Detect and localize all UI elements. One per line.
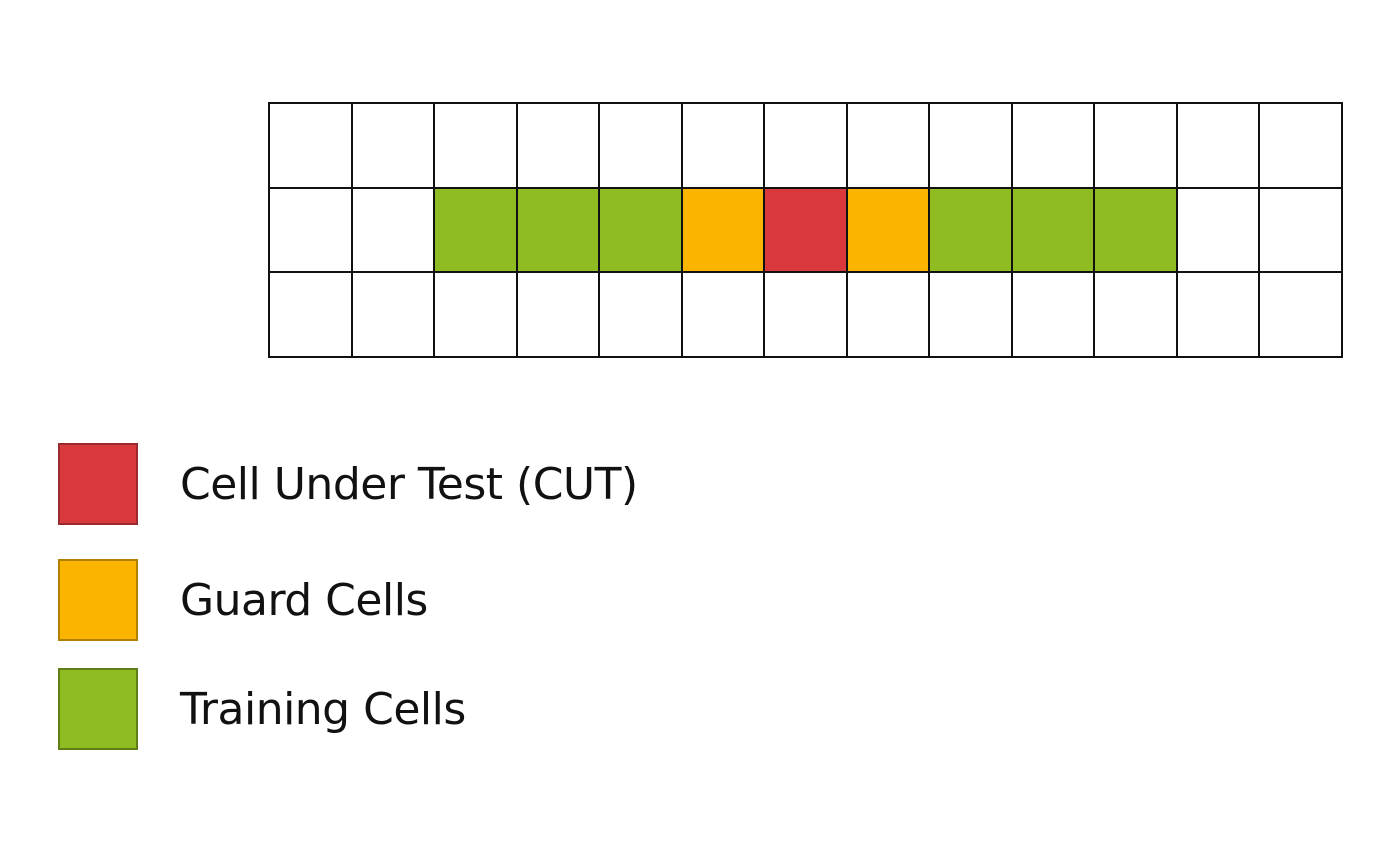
- grid-cell: [1260, 188, 1343, 274]
- grid-cell: [930, 104, 1013, 189]
- grid-cell-cut: [765, 188, 848, 274]
- legend-swatch-guard: [58, 559, 138, 641]
- grid-cell: [930, 273, 1013, 358]
- grid-cell: [765, 273, 848, 358]
- grid-cell: [435, 104, 518, 189]
- legend-swatch-training: [58, 668, 138, 750]
- grid-cell: [1012, 104, 1096, 189]
- grid-cell: [847, 273, 931, 358]
- grid-cell-training: [435, 188, 518, 274]
- grid-cell-training: [930, 188, 1013, 274]
- grid-cell: [1095, 104, 1178, 189]
- legend-label-cut: Cell Under Test (CUT): [180, 458, 638, 510]
- grid-cell: [600, 273, 683, 358]
- grid-cell: [847, 104, 931, 189]
- grid-cell: [600, 104, 683, 189]
- grid-cell: [1177, 273, 1261, 358]
- grid-cell: [1260, 104, 1343, 189]
- grid-cell-training: [600, 188, 683, 274]
- grid-cell-training: [1095, 188, 1178, 274]
- grid-cell: [435, 273, 518, 358]
- grid-cell: [682, 273, 766, 358]
- grid-cell: [1095, 273, 1178, 358]
- cfar-cell-grid: [268, 102, 1343, 358]
- grid-cell: [1012, 273, 1096, 358]
- grid-cell: [352, 188, 436, 274]
- grid-cell: [270, 104, 353, 189]
- grid-cell: [1177, 188, 1261, 274]
- grid-cell: [270, 273, 353, 358]
- grid-cell: [1177, 104, 1261, 189]
- grid-cell-guard: [847, 188, 931, 274]
- legend-swatch-cut: [58, 443, 138, 525]
- grid-cell: [765, 104, 848, 189]
- legend-item-training: Training Cells: [58, 668, 466, 750]
- grid-cell: [1260, 273, 1343, 358]
- grid-cell: [682, 104, 766, 189]
- grid-cell-training: [1012, 188, 1096, 274]
- grid-cell: [352, 273, 436, 358]
- legend-label-training: Training Cells: [180, 683, 466, 735]
- grid-cell-training: [517, 188, 601, 274]
- legend-item-cut: Cell Under Test (CUT): [58, 443, 638, 525]
- grid-cell: [352, 104, 436, 189]
- grid-cell: [270, 188, 353, 274]
- grid-cell: [517, 104, 601, 189]
- grid-cell-guard: [682, 188, 766, 274]
- legend-label-guard: Guard Cells: [180, 574, 428, 626]
- grid-cell: [517, 273, 601, 358]
- legend-item-guard: Guard Cells: [58, 559, 428, 641]
